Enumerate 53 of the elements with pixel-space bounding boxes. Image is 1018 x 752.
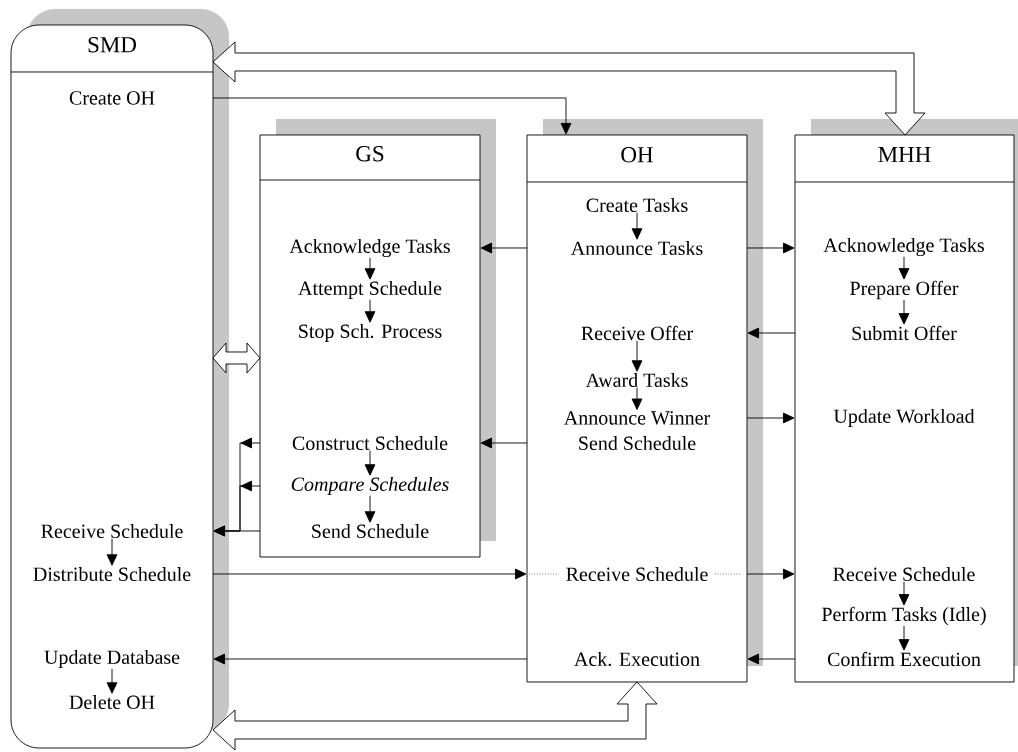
arrow (480, 242, 528, 254)
activity-label: Prepare Offer (850, 280, 959, 300)
arrow (746, 412, 795, 424)
arrow (364, 495, 376, 523)
activity-label: Create Tasks (586, 197, 688, 213)
arrow (213, 525, 261, 537)
activity-label: Update Workload (833, 408, 975, 428)
activity-label: Receive Schedule (833, 566, 975, 581)
activity-label: Award Tasks (585, 372, 688, 388)
arrow (898, 256, 910, 280)
arrow (898, 299, 910, 325)
arrow (480, 437, 528, 449)
activity-label: Announce Winner (564, 411, 710, 425)
arrow (364, 299, 376, 323)
activity-label: Receive Schedule (41, 523, 183, 538)
activity-label: Stop Sch. Process (299, 323, 442, 343)
arrow (631, 212, 643, 240)
activity-label: Send Schedule (312, 523, 429, 538)
arrow (364, 257, 376, 280)
activity-label: Distribute Schedule (33, 566, 191, 581)
block-arrow (212, 41, 926, 136)
activity-label: Announce Tasks (570, 240, 703, 256)
activity-label: Perform Tasks (Idle) (822, 606, 986, 626)
activity-label: Delete OH (69, 694, 155, 709)
activity-label: Construct Schedule (292, 435, 448, 450)
block-arrow (212, 342, 261, 374)
arrow (631, 340, 643, 372)
arrow (746, 568, 795, 580)
block-arrow (212, 681, 658, 751)
activity-label: Ack. Execution (574, 651, 700, 667)
arrow (213, 653, 528, 665)
arrow (747, 653, 796, 665)
arrow (106, 538, 118, 566)
activity-label: Send Schedule (579, 435, 696, 450)
activity-label: Acknowledge Tasks (823, 237, 984, 257)
arrow (898, 625, 910, 651)
activity-label: Receive Offer (581, 325, 693, 341)
arrow (631, 387, 643, 410)
activity-label: Submit Offer (852, 325, 957, 341)
arrow (364, 450, 376, 476)
activity-label: Create OH (69, 91, 155, 105)
arrow (212, 568, 527, 580)
arrow (898, 581, 910, 606)
activity-label: Compare Schedules (291, 476, 449, 496)
arrow (106, 668, 118, 694)
arrow (747, 327, 796, 339)
activity-label: Attempt Schedule (298, 280, 442, 300)
activity-label: Receive Schedule (566, 566, 708, 581)
activity-label: Acknowledge Tasks (289, 238, 450, 258)
arrow (212, 97, 572, 135)
arrow (746, 242, 795, 254)
activity-label: Confirm Execution (827, 651, 981, 667)
activity-label: Update Database (44, 649, 180, 669)
